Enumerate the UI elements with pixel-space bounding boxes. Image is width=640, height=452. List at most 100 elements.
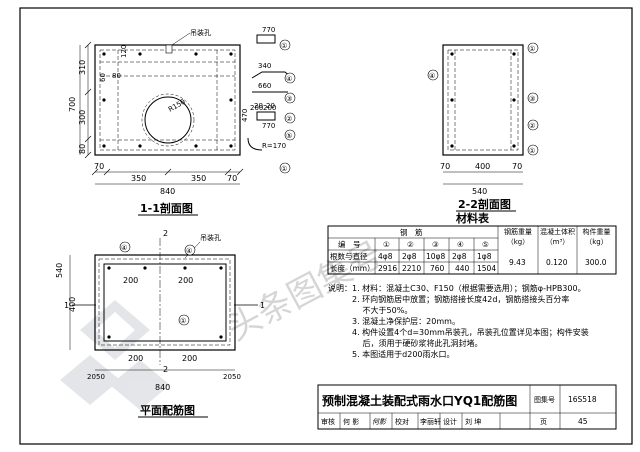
drawing-label: 70	[512, 162, 522, 171]
plan-outline	[94, 254, 236, 351]
drawing-label: 50	[232, 373, 241, 381]
drawing-label: 70	[227, 174, 237, 183]
drawing-label: ②	[529, 122, 535, 130]
drawing-label: ①	[281, 42, 287, 50]
drawing-label: 刘 坤	[465, 417, 481, 426]
drawing-label: 2210	[402, 264, 421, 273]
drawing-label: ④	[429, 72, 435, 80]
material-table: 材料表 钢 筋 编 号 根数与直径 长度（mm） ① ② ③ ④ ⑤ 4φ8 2…	[327, 211, 617, 275]
drawing-label: 材料表	[456, 211, 490, 225]
drawing-label: ①	[529, 147, 535, 155]
lifting-hole-11	[165, 44, 173, 54]
drawing-label: 540	[472, 187, 487, 196]
drawing-label: 45	[578, 417, 588, 426]
note-line: 说明：1. 材料：混凝土C30、F150（根据需要选用）；钢筋φ-HPB300。	[328, 284, 586, 293]
drawing-label: 10φ8	[426, 252, 445, 261]
drawing-label: 400	[475, 162, 490, 171]
reviewer-signature: 何影	[372, 418, 387, 426]
drawing-label: 吊装孔	[200, 233, 221, 242]
pipe-opening	[144, 96, 192, 144]
drawing-label: 校对	[395, 417, 409, 426]
plan-view: 2 2 1 1 吊装孔 ④ ④ ① 200 200 200 200 20 50 …	[55, 229, 265, 418]
drawing-label: ⑤	[482, 240, 489, 249]
drawing-label: 9.43	[509, 258, 526, 267]
drawing-label: 840	[160, 187, 175, 196]
drawing-label: 760	[430, 264, 445, 273]
drawing-label: 预制混凝土装配式雨水口YQ1配筋图	[322, 393, 517, 408]
note-line: 2. 环向钢筋居中放置；钢筋搭接长度42d，钢筋搭接头百分率	[328, 295, 570, 304]
drawing-label: 400	[68, 297, 77, 312]
drawing-label: 0.120	[546, 258, 568, 267]
drawing-label: 根数与直径	[330, 251, 368, 261]
drawing-label: 300	[78, 110, 87, 125]
drawing-label: 2	[163, 365, 168, 374]
drawing-label: ④	[457, 240, 464, 249]
drawing-label: 1φ8	[477, 252, 492, 261]
drawing-label: 页	[540, 418, 547, 426]
drawing-label: 80	[78, 144, 87, 154]
drawing-label: ③	[529, 95, 535, 103]
drawing-label: 审核	[321, 417, 335, 426]
drawing-label: ①	[529, 45, 535, 53]
note-line: 4. 构件设置4个d=30mm吊装孔，吊装孔位置详见本图；构件安装	[328, 328, 589, 337]
drawing-label: 16S518	[568, 395, 597, 404]
section22-outline	[442, 44, 524, 156]
drawing-label: 660	[258, 82, 271, 90]
drawing-label: 2φ8	[452, 252, 467, 261]
sheet-frame	[19, 7, 633, 445]
drawing-label: 700	[68, 97, 77, 112]
drawing-label: ①	[383, 240, 390, 249]
drawing-label: ②	[286, 115, 292, 123]
drawing-label: 2-2剖面图	[458, 197, 511, 211]
plan-inner	[103, 263, 227, 342]
drawing-label: 80	[112, 72, 121, 80]
drawing-label: ④	[186, 247, 192, 255]
section-1-1: 吊装孔 120 80 R150 60 310 300 80 700 70 350…	[68, 28, 244, 216]
watermark-logo	[60, 300, 170, 410]
drawing-label: 70	[94, 162, 104, 171]
drawing-label: ③	[286, 95, 292, 103]
drawing-label: 340	[258, 62, 271, 70]
drawing-label: ④	[121, 244, 127, 252]
drawing-label: 50	[96, 373, 105, 381]
drawing-label: ③	[432, 240, 439, 249]
drawing-label: R=170	[262, 142, 286, 150]
drawing-label: 200	[263, 104, 276, 112]
drawing-label: 60	[99, 73, 107, 82]
section11-rebar-loop	[99, 49, 236, 151]
drawing-label: 200	[178, 276, 193, 285]
drawing-label: 2φ8	[402, 252, 417, 261]
drawing-label: 840	[155, 383, 170, 392]
drawing-label: 440	[455, 264, 470, 273]
drawing-label: ④	[286, 75, 292, 83]
drawing-label: 300.0	[585, 258, 607, 267]
drawing-label: 350	[131, 174, 146, 183]
title-block: 预制混凝土装配式雨水口YQ1配筋图 图集号 16S518 审核 何 影 何影 校…	[317, 384, 617, 430]
drawing-label: 770	[262, 122, 275, 130]
drawing-label: 2	[163, 229, 168, 238]
drawing-label: 200	[123, 276, 138, 285]
ring-rebar	[141, 93, 195, 147]
drawing-label: 770	[262, 26, 275, 34]
drawing-label: 李丽轩	[420, 417, 441, 426]
drawing-label: 平面配筋图	[140, 403, 195, 417]
drawing-label: 1	[260, 301, 265, 310]
rebar-dots	[102, 52, 233, 148]
drawing-label: 1504	[477, 264, 496, 273]
section11-outline	[94, 44, 241, 156]
drawing-label: 470	[241, 109, 249, 122]
drawing-label: 钢 筋	[400, 227, 423, 237]
drawing-label: 吊装孔	[190, 28, 211, 37]
drawing-label: ②	[407, 240, 414, 249]
drawing-label: 2916	[378, 264, 397, 273]
drawing-label: 540	[55, 263, 64, 278]
drawing-label: 设计	[443, 417, 457, 426]
note-line: 3. 混凝土净保护层：20mm。	[328, 317, 460, 326]
drawing-label: 70	[440, 162, 450, 171]
drawing-label: 1-1剖面图	[140, 201, 193, 215]
drawing-label: ⑤	[286, 132, 292, 140]
drawing-label: 20	[266, 102, 275, 110]
drawing-label: 何 影	[343, 417, 359, 426]
note-line: 不大于50%。	[328, 306, 413, 315]
